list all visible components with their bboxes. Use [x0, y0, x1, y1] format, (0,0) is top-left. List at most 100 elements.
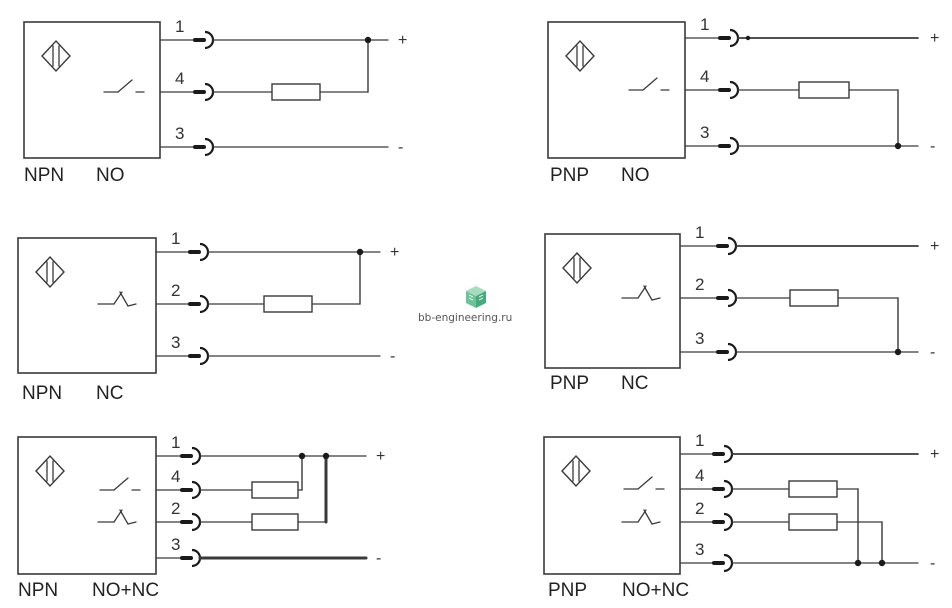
- junction-dot: [322, 452, 330, 460]
- load-resistor: [798, 81, 850, 99]
- connector-socket: [199, 294, 210, 314]
- sensor-symbol-icon: [562, 251, 592, 285]
- connector-socket: [727, 342, 738, 362]
- nc-contact-tail: [651, 297, 661, 301]
- plus-symbol: +: [930, 238, 939, 255]
- junction-dot: [745, 35, 751, 41]
- terminal-number: 3: [695, 540, 704, 559]
- sensor-housing: [17, 237, 157, 374]
- plus-symbol: +: [376, 448, 385, 465]
- minus-symbol: -: [398, 139, 403, 156]
- junction-dot: [298, 452, 306, 460]
- nc-contact-tail: [127, 521, 137, 525]
- terminal-number: 2: [695, 499, 704, 518]
- contact-mode-label: NO: [96, 165, 125, 186]
- terminal-number: 3: [171, 333, 180, 352]
- sensor-symbol-icon: [35, 255, 65, 289]
- terminal-number: 4: [175, 69, 184, 88]
- contact-mode-label: NO+NC: [92, 580, 160, 601]
- nc-contact-hook: [119, 291, 129, 307]
- minus-symbol: -: [376, 550, 381, 567]
- terminal-number: 3: [171, 535, 180, 554]
- connector-socket: [729, 80, 740, 100]
- minus-symbol: -: [390, 348, 395, 365]
- cube-logo-icon: [466, 286, 486, 308]
- diagram-pnp-no: 143+-: [547, 15, 939, 159]
- junction-dot: [894, 142, 902, 150]
- sensor-housing: [23, 21, 161, 159]
- load-resistor: [271, 83, 321, 101]
- terminal-number: 2: [695, 275, 704, 294]
- junction-dot: [894, 348, 902, 356]
- sensor-type-label: NPN: [24, 165, 65, 186]
- connector-socket: [204, 30, 215, 50]
- nc-contact-tail: [651, 521, 661, 525]
- minus-symbol: -: [930, 555, 935, 572]
- load-resistor: [251, 481, 299, 499]
- connector-socket: [723, 444, 734, 464]
- terminal-number: 4: [171, 467, 180, 486]
- junction-dot: [854, 559, 862, 567]
- plus-symbol: +: [930, 446, 939, 463]
- sensor-type-label: PNP: [548, 580, 588, 601]
- terminal-number: 2: [171, 499, 180, 518]
- terminal-number: 2: [171, 281, 180, 300]
- connector-socket: [191, 480, 202, 500]
- no-contact-blade: [113, 477, 129, 491]
- terminal-number: 4: [700, 67, 709, 86]
- nc-contact-hook: [643, 509, 653, 525]
- sensor-symbol-icon: [561, 454, 591, 488]
- no-contact-blade: [642, 77, 658, 91]
- connector-socket: [727, 288, 738, 308]
- junction-dot: [878, 559, 886, 567]
- terminal-number: 1: [171, 229, 180, 248]
- nc-contact-tail: [127, 303, 137, 307]
- sensor-type-label: NPN: [18, 580, 59, 601]
- load-resistor: [263, 295, 313, 313]
- diagram-pnp-nonc: 1 4 2 3 + -: [543, 431, 939, 575]
- sensor-symbol-icon: [565, 39, 595, 73]
- sensor-housing: [17, 436, 157, 575]
- contact-mode-label: NC: [96, 383, 124, 404]
- contact-mode-label: NO: [621, 165, 650, 186]
- minus-symbol: -: [930, 138, 935, 155]
- watermark-text: bb-engineering.ru: [418, 312, 513, 324]
- no-contact-blade: [637, 476, 653, 490]
- contact-mode-label: NO+NC: [622, 580, 690, 601]
- load-resistor: [251, 513, 299, 531]
- sensor-type-label: NPN: [22, 383, 63, 404]
- connector-socket: [199, 346, 210, 366]
- contact-mode-label: NC: [621, 373, 649, 394]
- sensor-housing: [544, 233, 681, 369]
- terminal-number: 1: [695, 223, 704, 242]
- connector-socket: [729, 28, 740, 48]
- load-resistor: [789, 289, 839, 307]
- plus-symbol: +: [398, 32, 407, 49]
- junction-dot: [356, 248, 364, 256]
- no-contact-blade: [117, 79, 133, 93]
- diagram-npn-no: 1 4 3 + -: [23, 17, 407, 159]
- connector-socket: [727, 236, 738, 256]
- sensor-type-label: PNP: [550, 373, 590, 394]
- sensor-housing: [543, 436, 681, 575]
- connector-socket: [191, 446, 202, 466]
- terminal-number: 3: [700, 123, 709, 142]
- sensor-symbol-icon: [35, 454, 65, 488]
- plus-symbol: +: [390, 244, 399, 261]
- load-resistor: [788, 513, 838, 531]
- terminal-number: 3: [695, 329, 704, 348]
- terminal-number: 1: [695, 431, 704, 450]
- terminal-number: 3: [175, 124, 184, 143]
- connector-socket: [204, 82, 215, 102]
- connector-socket: [723, 479, 734, 499]
- nc-contact-hook: [119, 509, 129, 525]
- sensor-symbol-icon: [41, 39, 71, 73]
- minus-symbol: -: [930, 344, 935, 361]
- terminal-number: 4: [695, 466, 704, 485]
- load-resistor: [788, 480, 838, 498]
- diagram-pnp-nc: 1 2 3 + -: [544, 223, 939, 369]
- terminal-number: 1: [175, 17, 184, 36]
- diagram-npn-nc: 1 2 3 + -: [17, 229, 399, 374]
